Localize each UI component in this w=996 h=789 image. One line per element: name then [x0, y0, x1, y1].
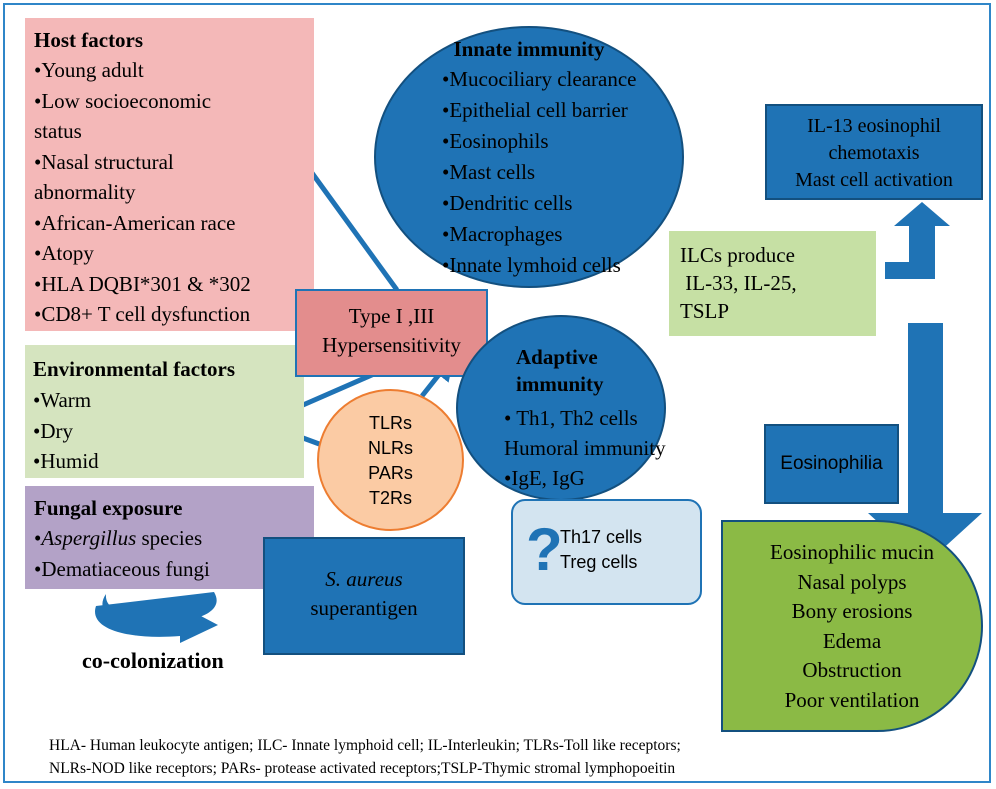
innate-immunity-item: •Epithelial cell barrier	[442, 98, 628, 122]
host-factors-box: Host factors •Young adult •Low socioecon…	[25, 18, 314, 331]
receptor-label: NLRs	[367, 438, 413, 458]
host-to-hypersensitivity-line	[309, 171, 400, 292]
ilcs-line: TSLP	[680, 299, 730, 323]
host-factor-item: •Atopy	[34, 241, 94, 265]
adaptive-immunity-item: • Th1, Th2 cells	[504, 406, 638, 430]
superantigen-label: superantigen	[310, 596, 418, 620]
s-aureus-label: S. aureus	[325, 567, 403, 591]
host-factor-item: abnormality	[34, 180, 136, 204]
adaptive-immunity-title: immunity	[516, 372, 604, 396]
th17-cells-label: Th17 cells	[560, 527, 643, 547]
cocolonization-label: co-colonization	[82, 648, 224, 673]
receptors-ellipse: TLRs NLRs PARs T2Rs	[317, 389, 464, 531]
footnote-line: NLRs-NOD like receptors; PARs- protease …	[49, 760, 676, 777]
outcome-item: Eosinophilic mucin	[770, 540, 934, 564]
adaptive-immunity-title: Adaptive	[516, 345, 598, 369]
hypersensitivity-line: Hypersensitivity	[322, 333, 461, 357]
host-factor-item: •Nasal structural	[34, 149, 174, 174]
question-mark-icon: ?	[526, 516, 563, 583]
environmental-factors-box: Environmental factors •Warm •Dry •Humid	[25, 345, 304, 478]
receptor-label: T2Rs	[368, 488, 412, 508]
hypersensitivity-line: Type I ,III	[348, 304, 435, 328]
il13-line: chemotaxis	[828, 142, 920, 164]
innate-immunity-item: •Mast cells	[442, 160, 536, 184]
innate-immunity-item: •Macrophages	[442, 222, 563, 246]
treg-cells-label: Treg cells	[560, 552, 638, 572]
ilcs-line: IL-33, IL-25,	[680, 271, 797, 295]
innate-immunity-title: Innate immunity	[453, 37, 605, 61]
fungal-exposure-title: Fungal exposure	[34, 496, 183, 520]
host-factors-title: Host factors	[34, 28, 144, 52]
environmental-factor-item: •Humid	[33, 449, 99, 473]
il13-line: IL-13 eosinophil	[807, 115, 941, 137]
footnote-line: HLA- Human leukocyte antigen; ILC- Innat…	[49, 737, 681, 754]
adaptive-immunity-ellipse: Adaptive immunity • Th1, Th2 cells Humor…	[456, 315, 666, 501]
innate-immunity-ellipse: Innate immunity •Mucociliary clearance •…	[374, 26, 684, 288]
innate-immunity-item: •Mucociliary clearance	[442, 67, 637, 91]
host-factor-item: status	[34, 119, 82, 143]
diagram-frame	[3, 3, 991, 783]
outcome-item: Bony erosions	[791, 599, 913, 623]
innate-immunity-item: •Innate lymhoid cells	[442, 253, 621, 277]
ilcs-line: ILCs produce	[680, 243, 795, 267]
environmental-factors-title: Environmental factors	[33, 357, 236, 381]
innate-immunity-item: •Eosinophils	[442, 129, 549, 153]
fungal-exposure-item: •Aspergillus species	[34, 526, 203, 550]
outcome-item: Edema	[822, 628, 882, 653]
host-factor-item: •HLA DQBI*301 & *302	[34, 271, 251, 296]
eosinophilia-label: Eosinophilia	[780, 453, 883, 474]
abbreviations-footnote: HLA- Human leukocyte antigen; ILC- Innat…	[49, 734, 681, 780]
innate-immunity-item: •Dendritic cells	[442, 191, 573, 215]
outcome-item: Nasal polyps	[797, 569, 907, 594]
adaptive-immunity-item: •IgE, IgG	[504, 466, 585, 490]
il13-line: Mast cell activation	[795, 169, 953, 191]
outcome-item: Obstruction	[802, 658, 902, 682]
th17-treg-box: ? Th17 cells Treg cells	[511, 499, 702, 605]
il13-effects-box: IL-13 eosinophil chemotaxis Mast cell ac…	[765, 104, 983, 200]
host-factor-item: •Young adult	[34, 58, 144, 82]
host-factor-item: •CD8+ T cell dysfunction	[34, 302, 251, 326]
environmental-factor-item: •Warm	[33, 388, 92, 412]
environmental-factor-item: •Dry	[33, 418, 74, 443]
outcome-item: Poor ventilation	[784, 687, 920, 712]
ilcs-produce-box: ILCs produce IL-33, IL-25, TSLP	[669, 231, 876, 336]
hypersensitivity-box: Type I ,III Hypersensitivity	[295, 289, 488, 377]
s-aureus-superantigen-box: S. aureus superantigen	[263, 537, 465, 655]
fungal-exposure-item: •Dematiaceous fungi	[34, 556, 210, 581]
eosinophilia-box: Eosinophilia	[764, 424, 899, 504]
host-factor-item: •Low socioeconomic	[34, 88, 212, 113]
adaptive-immunity-item: Humoral immunity	[504, 436, 666, 460]
receptor-label: PARs	[368, 463, 413, 483]
outcomes-box: Eosinophilic mucin Nasal polyps Bony ero…	[721, 520, 983, 732]
host-factor-item: •African-American race	[34, 210, 236, 235]
receptor-label: TLRs	[368, 413, 412, 433]
